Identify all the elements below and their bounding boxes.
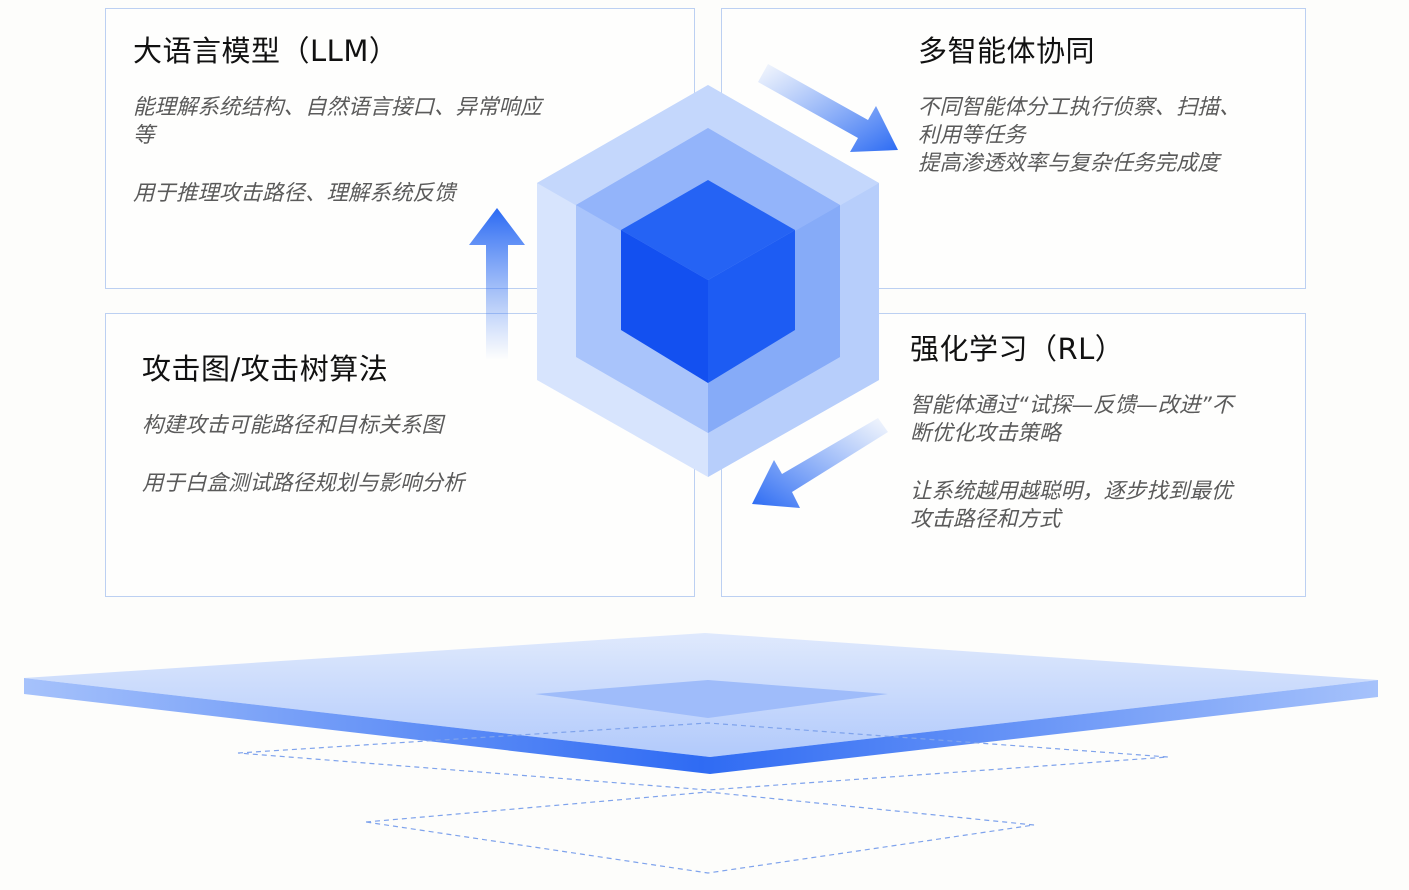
body-line: 用于推理攻击路径、理解系统反馈 [133, 181, 456, 206]
card-llm-body: 能理解系统结构、自然语言接口、异常响应 等 用于推理攻击路径、理解系统反馈 [133, 94, 542, 208]
body-line: 让系统越用越聪明，逐步找到最优 [910, 479, 1233, 504]
body-line: 智能体通过“试探—反馈—改进”不 [910, 393, 1234, 418]
body-line: 用于白盒测试路径规划与影响分析 [142, 471, 465, 496]
body-line: 等 [133, 123, 155, 148]
body-line: 攻击路径和方式 [910, 507, 1061, 532]
card-attack-graph-title: 攻击图/攻击树算法 [142, 352, 389, 386]
cube-icon [621, 180, 795, 383]
hexagon-core [537, 85, 879, 477]
body-line: 构建攻击可能路径和目标关系图 [142, 413, 444, 438]
arrow-down-right-icon [758, 64, 898, 152]
card-attack-graph-body: 构建攻击可能路径和目标关系图 用于白盒测试路径规划与影响分析 [142, 412, 465, 498]
card-rl-title: 强化学习（RL） [910, 332, 1125, 366]
body-line: 能理解系统结构、自然语言接口、异常响应 [133, 95, 542, 120]
arrow-down-left-icon [752, 418, 888, 508]
body-line: 提高渗透效率与复杂任务完成度 [918, 151, 1220, 176]
card-rl-body: 智能体通过“试探—反馈—改进”不 断优化攻击策略 让系统越用越聪明，逐步找到最优… [910, 392, 1233, 534]
platform-base [24, 633, 1378, 874]
card-multi-agent-title: 多智能体协同 [918, 34, 1096, 68]
arrow-up-icon [469, 208, 525, 360]
card-llm-title: 大语言模型（LLM） [133, 34, 399, 68]
body-line: 断优化攻击策略 [910, 421, 1061, 446]
body-line: 不同智能体分工执行侦察、扫描、 [918, 95, 1241, 120]
card-multi-agent-body: 不同智能体分工执行侦察、扫描、 利用等任务 提高渗透效率与复杂任务完成度 [918, 94, 1241, 178]
body-line: 利用等任务 [918, 123, 1026, 148]
